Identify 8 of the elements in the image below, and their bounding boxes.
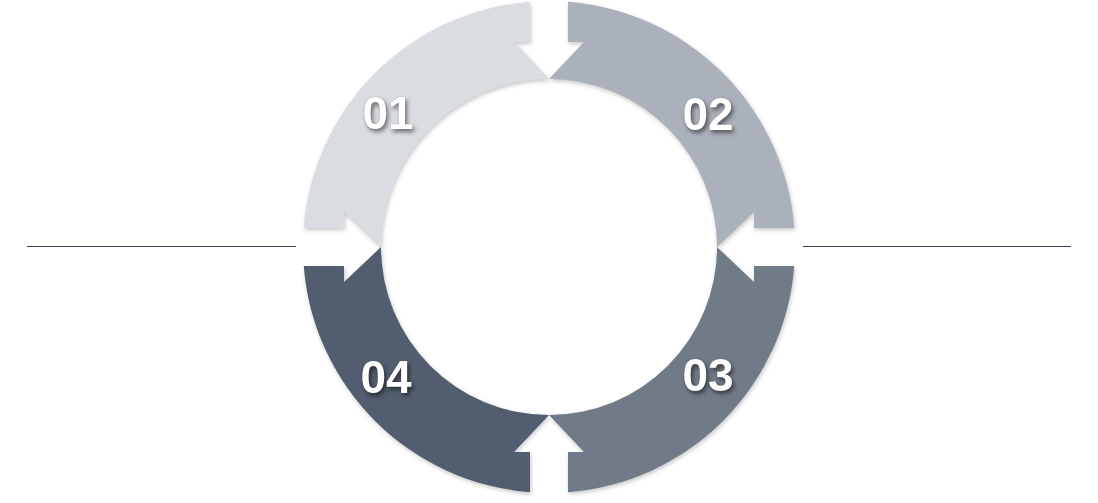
step-number: 01	[362, 90, 414, 136]
ring-segment	[549, 247, 795, 493]
step-number: 02	[682, 91, 734, 137]
ring-segment	[549, 1, 795, 247]
step-number: 03	[682, 352, 734, 398]
step-number: 04	[360, 354, 412, 400]
ring-segment	[303, 1, 549, 247]
ring-segment	[303, 247, 549, 493]
